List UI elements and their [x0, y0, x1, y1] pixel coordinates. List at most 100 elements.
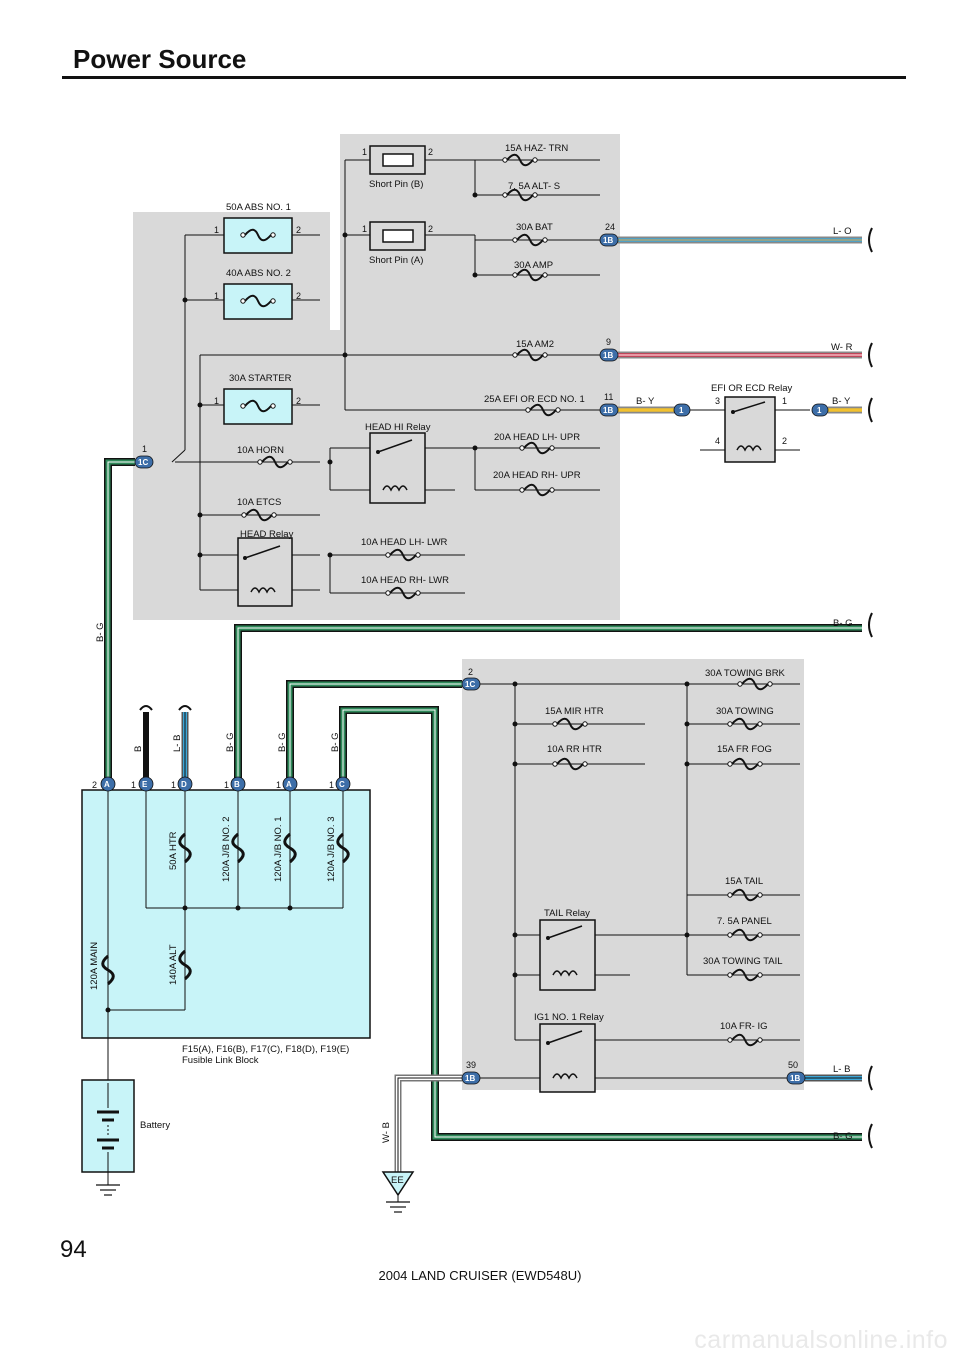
- tail-relay: [539, 919, 596, 991]
- label-head-hi-relay: HEAD HI Relay: [365, 422, 431, 433]
- label-towing-brk: 30A TOWING BRK: [705, 668, 786, 679]
- page-number: 94: [60, 1236, 87, 1263]
- label-mir-htr: 15A MIR HTR: [545, 706, 604, 717]
- label-short-pin-b: Short Pin (B): [369, 179, 423, 190]
- label-headrh-upr: 20A HEAD RH- UPR: [493, 470, 581, 481]
- label-headlh-lwr: 10A HEAD LH- LWR: [361, 537, 448, 548]
- label-am2: 15A AM2: [516, 339, 554, 350]
- ig1-relay: [539, 1023, 596, 1093]
- wire-label-bg-top: B- G: [833, 618, 853, 629]
- svg-text:24: 24: [605, 222, 615, 232]
- label-head-relay: HEAD Relay: [240, 529, 294, 540]
- fusible-link-block: [81, 789, 371, 1039]
- svg-text:2: 2: [468, 667, 473, 677]
- connector-efi-relay-out: 1: [811, 403, 829, 417]
- wire-label-lb: L- B: [172, 735, 183, 752]
- title-rule: [62, 76, 906, 79]
- svg-text:1B: 1B: [790, 1074, 800, 1083]
- svg-text:1: 1: [214, 225, 219, 235]
- label-headlh-upr: 20A HEAD LH- UPR: [494, 432, 580, 443]
- wire-label-lo: L- O: [833, 226, 851, 237]
- head-hi-relay: [369, 432, 426, 504]
- connector-b-1: B: [230, 776, 246, 792]
- svg-text:2: 2: [428, 147, 433, 157]
- svg-text:1: 1: [131, 780, 136, 790]
- svg-text:1: 1: [142, 444, 147, 454]
- wire-label-lb-right: L- B: [833, 1064, 850, 1075]
- label-ee: EE: [391, 1175, 404, 1186]
- watermark: carmanualsonline.info: [694, 1326, 948, 1354]
- connector-e-1: E: [138, 776, 154, 792]
- label-abs1: 50A ABS NO. 1: [226, 202, 291, 213]
- connector-1b-11: 1B: [599, 403, 619, 417]
- svg-text:39: 39: [466, 1060, 476, 1070]
- label-fr-fog: 15A FR FOG: [717, 744, 772, 755]
- label-fusible-2: Fusible Link Block: [182, 1055, 259, 1066]
- svg-text:2: 2: [782, 436, 787, 446]
- label-battery: Battery: [140, 1120, 170, 1131]
- wire-label-bg-a: B- G: [277, 732, 288, 752]
- relay-block-upper: [133, 134, 620, 620]
- label-efi-relay: EFI OR ECD Relay: [711, 383, 793, 394]
- svg-text:E: E: [142, 780, 148, 789]
- wire-label-by-left: B- Y: [636, 396, 655, 407]
- connector-d-1: D: [177, 776, 193, 792]
- svg-text:1: 1: [214, 291, 219, 301]
- svg-text:1: 1: [171, 780, 176, 790]
- connector-a-1: A: [282, 776, 298, 792]
- svg-text:1: 1: [679, 406, 684, 415]
- svg-text:1C: 1C: [138, 458, 148, 467]
- svg-text:1: 1: [817, 406, 822, 415]
- head-relay: [237, 537, 293, 607]
- label-towing: 30A TOWING: [716, 706, 774, 717]
- connector-1b-50: 1B: [786, 1071, 806, 1085]
- wire-label-by-right: B- Y: [832, 396, 851, 407]
- label-efi: 25A EFI OR ECD NO. 1: [484, 394, 585, 405]
- battery: [81, 1079, 135, 1196]
- svg-text:11: 11: [604, 392, 613, 402]
- connector-1c-1: 1C: [134, 455, 154, 469]
- svg-text:1: 1: [362, 224, 367, 234]
- connector-c-1: C: [335, 776, 351, 792]
- svg-text:2: 2: [92, 780, 97, 790]
- svg-text:1B: 1B: [603, 351, 613, 360]
- wire-label-wb: W- B: [381, 1122, 392, 1143]
- svg-text:A: A: [286, 780, 292, 789]
- svg-text:1B: 1B: [603, 236, 613, 245]
- svg-text:1: 1: [362, 147, 367, 157]
- svg-text:2: 2: [296, 291, 301, 301]
- label-short-pin-a: Short Pin (A): [369, 255, 423, 266]
- label-fusible-1: F15(A), F16(B), F17(C), F18(D), F19(E): [182, 1044, 349, 1055]
- label-etcs: 10A ETCS: [237, 497, 281, 508]
- label-tail-relay: TAIL Relay: [544, 908, 590, 919]
- pin-numbers: 1 2 1 2 1 2 1 2 1 2 24 9 11 3 1 4 2 1 2 …: [92, 147, 798, 1070]
- svg-text:1: 1: [782, 396, 787, 406]
- wire-label-b: B: [133, 746, 144, 752]
- svg-text:2: 2: [428, 224, 433, 234]
- junction-block-lower: [462, 659, 804, 1090]
- label-starter: 30A STARTER: [229, 373, 292, 384]
- svg-text:9: 9: [606, 337, 611, 347]
- wire-label-bg-b: B- G: [225, 732, 236, 752]
- ground-ee: [381, 1171, 415, 1213]
- connector-1c-2: 1C: [461, 677, 481, 691]
- wire-label-bg-left: B- G: [95, 622, 106, 642]
- label-tail: 15A TAIL: [725, 876, 763, 887]
- label-alts: 7. 5A ALT- S: [508, 181, 560, 192]
- svg-text:50: 50: [788, 1060, 798, 1070]
- svg-text:D: D: [181, 780, 187, 789]
- label-abs2: 40A ABS NO. 2: [226, 268, 291, 279]
- wire-label-wr: W- R: [831, 342, 853, 353]
- svg-text:1: 1: [329, 780, 334, 790]
- svg-text:1B: 1B: [465, 1074, 475, 1083]
- svg-text:1B: 1B: [603, 406, 613, 415]
- connector-efi-relay-in: 1: [673, 403, 691, 417]
- svg-text:2: 2: [296, 225, 301, 235]
- svg-text:1: 1: [214, 396, 219, 406]
- label-ig1-relay: IG1 NO. 1 Relay: [534, 1012, 604, 1023]
- label-main: 120A MAIN: [89, 942, 100, 990]
- efi-relay: [700, 396, 800, 463]
- label-headrh-lwr: 10A HEAD RH- LWR: [361, 575, 449, 586]
- svg-text:2: 2: [296, 396, 301, 406]
